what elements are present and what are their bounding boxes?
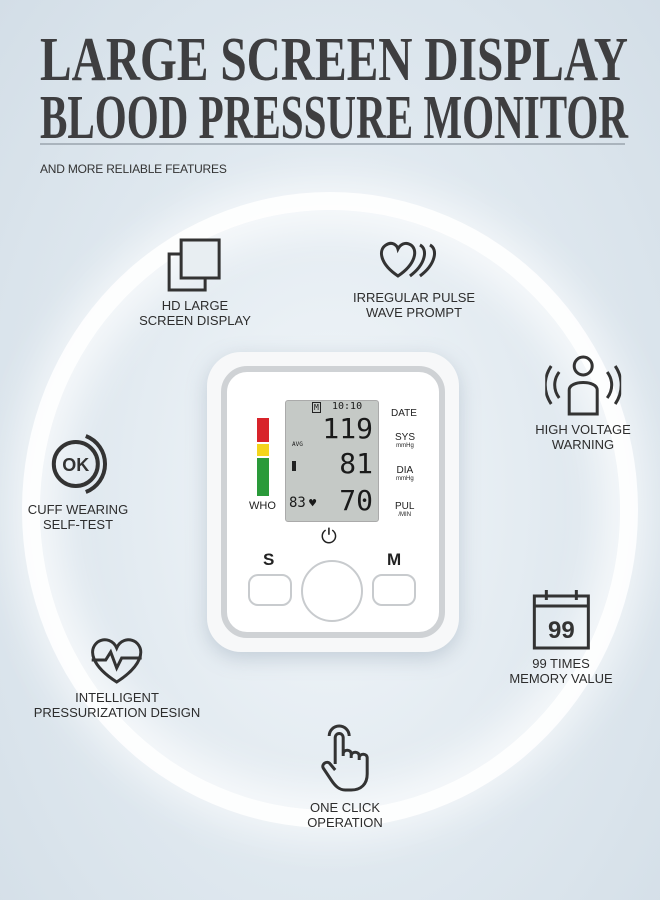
start-button[interactable] (301, 560, 363, 622)
subtitle: AND MORE RELIABLE FEATURES (40, 162, 227, 176)
page-title: LARGE SCREEN DISPLAY BLOOD PRESSURE MONI… (40, 26, 629, 142)
lcd-screen: M 10:10 AVG 119 81 83 ♥ 70 (285, 400, 379, 522)
heart-icon: ♥ (309, 496, 317, 510)
date-label: DATE (391, 408, 417, 419)
title-line-1: LARGE SCREEN DISPLAY (40, 26, 628, 94)
heart-wave-icon (380, 241, 437, 278)
m-button[interactable] (372, 574, 416, 606)
s-button[interactable] (248, 574, 292, 606)
sys-value: 119 (322, 412, 373, 445)
svg-text:99: 99 (548, 617, 575, 644)
title-line-2: BLOOD PRESSURE MONITOR (40, 84, 629, 142)
who-red-bar (257, 418, 269, 442)
heart-pulse-icon (91, 638, 143, 684)
memory-number: 83 (289, 495, 306, 511)
who-label: WHO (249, 500, 276, 512)
ok-icon: OK (51, 434, 108, 494)
who-green-bar (257, 458, 269, 496)
who-yellow-bar (257, 444, 269, 456)
s-label: S (263, 550, 275, 569)
tap-icon (321, 724, 369, 792)
pul-label: PUL/MIN (395, 501, 415, 518)
avg-label: AVG (292, 441, 303, 448)
time-display: 10:10 (332, 401, 363, 412)
svg-text:OK: OK (62, 455, 89, 475)
pul-value: 70 (339, 484, 373, 517)
screen-icon (167, 238, 221, 292)
memory-indicator: M (312, 402, 321, 413)
pressure-bar-indicator (292, 461, 296, 471)
dia-value: 81 (339, 447, 373, 480)
person-alert-icon (545, 355, 621, 416)
m-label: M (387, 550, 402, 569)
calendar-icon: 99 (532, 590, 590, 650)
power-icon: ⏻ (321, 526, 337, 548)
divider (40, 143, 625, 145)
